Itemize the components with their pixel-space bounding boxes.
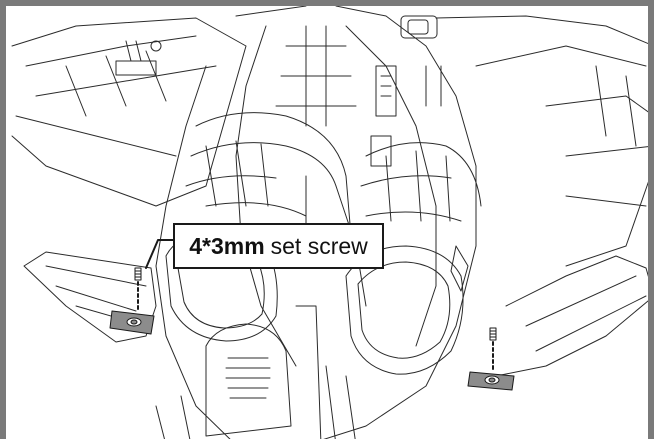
mounting-plate-icon [109, 310, 155, 335]
fuselage [155, 6, 477, 439]
callout-leader [145, 239, 175, 269]
set-screw-callout: 4*3mm set screw [173, 223, 384, 269]
ventral-bay [155, 305, 356, 439]
screw-type-label: set screw [270, 232, 368, 259]
screw-size-label: 4*3mm [189, 232, 265, 259]
aircraft-underside-illustration [11, 6, 648, 439]
right-engine [345, 142, 482, 375]
right-wing [435, 15, 648, 267]
set-screw-icon [489, 327, 497, 373]
set-screw-icon [134, 267, 142, 313]
mounting-plate-icon [467, 371, 515, 391]
right-stabilizer [495, 255, 648, 377]
